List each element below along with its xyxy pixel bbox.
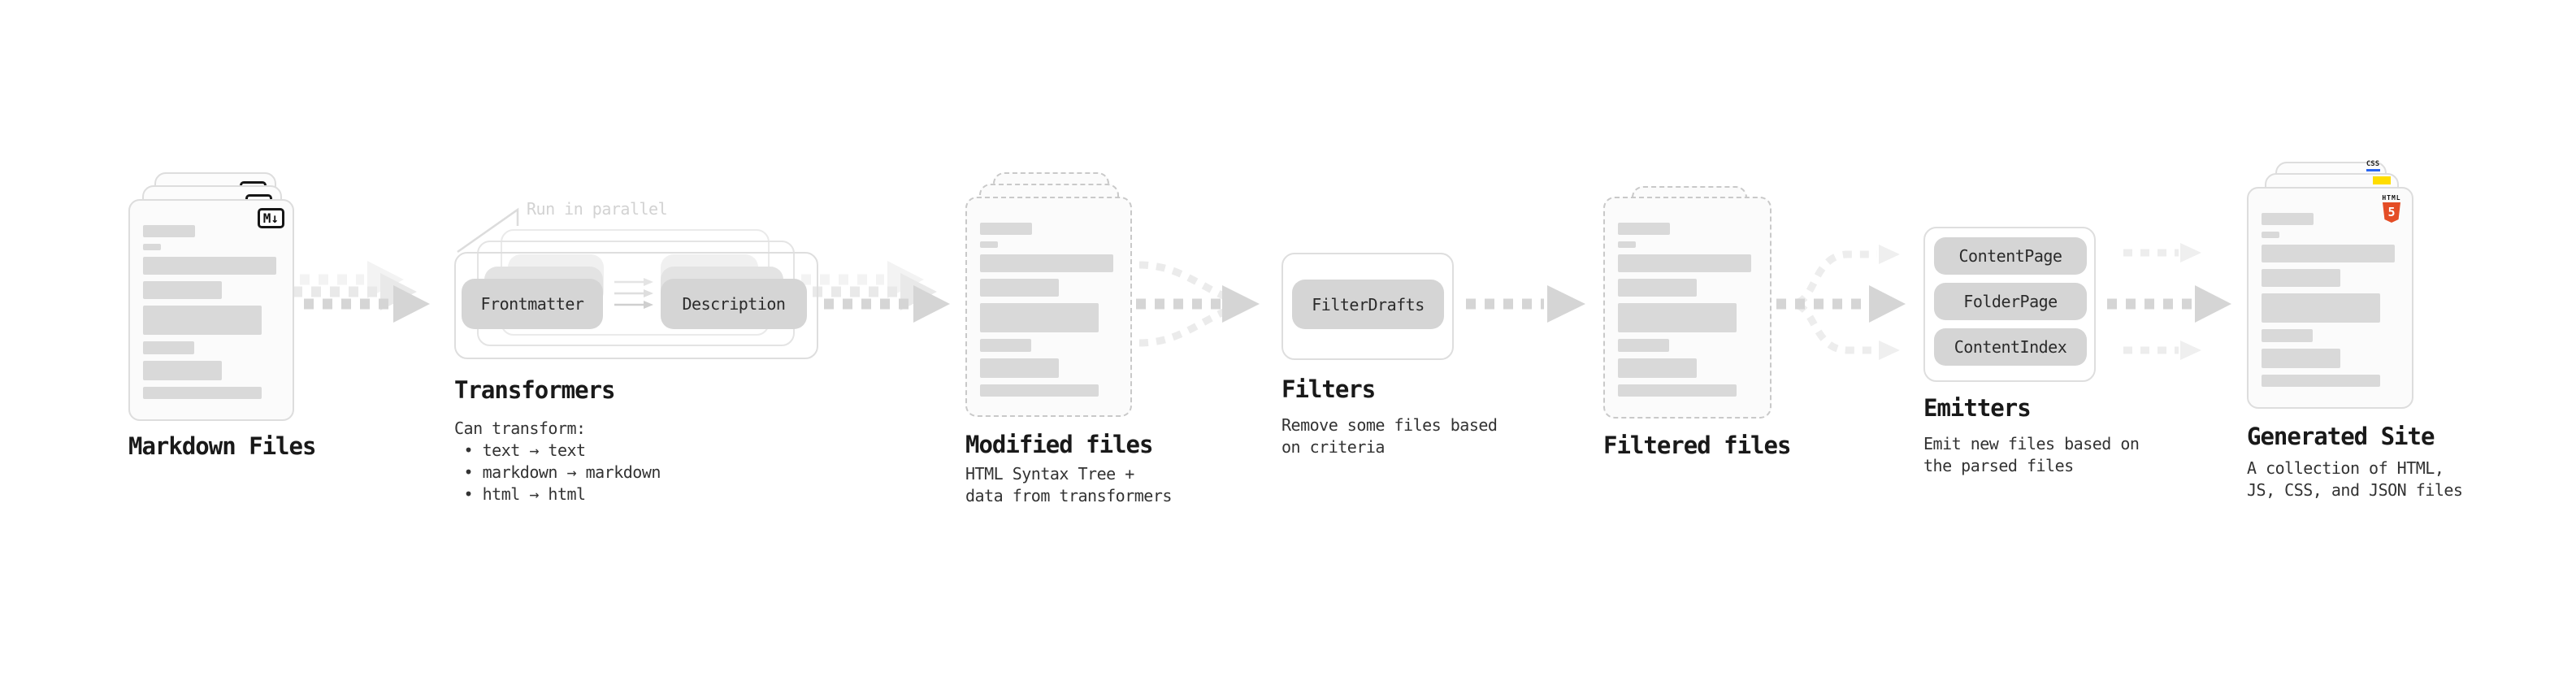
stage-title-transformers: Transformers xyxy=(454,376,616,404)
arrow-frontmatter-to-description xyxy=(614,278,653,309)
transformer-frontmatter-pill: Frontmatter xyxy=(462,279,603,329)
transformer-description-pill: Description xyxy=(661,279,807,329)
stage-title-filtered-files: Filtered files xyxy=(1603,432,1791,459)
placeholder-bar xyxy=(980,358,1059,378)
arrow-modified-to-filters xyxy=(1136,261,1260,347)
filters-box xyxy=(1281,253,1454,360)
placeholder-bar xyxy=(143,257,276,275)
placeholder-bar xyxy=(1618,279,1697,297)
arrow-filtered-to-emitters xyxy=(1776,245,1906,360)
run-in-parallel-note: Run in parallel xyxy=(527,199,668,219)
generated-site-card-front xyxy=(2247,187,2413,409)
placeholder-bar xyxy=(1618,223,1670,235)
placeholder-bar xyxy=(2262,232,2279,238)
placeholder-bar xyxy=(980,339,1031,352)
stage-desc-emitters: Emit new files based on the parsed files xyxy=(1923,434,2140,475)
placeholder-bar xyxy=(980,241,998,248)
stage-title-modified-files: Modified files xyxy=(965,431,1153,458)
doc-content-placeholder xyxy=(143,225,276,406)
markdown-icon: M↓ xyxy=(257,208,284,228)
placeholder-bar xyxy=(1618,358,1697,378)
placeholder-bar xyxy=(980,303,1099,332)
placeholder-bar xyxy=(2262,349,2340,368)
stage-title-generated-site: Generated Site xyxy=(2247,423,2435,450)
placeholder-bar xyxy=(143,281,222,299)
html5-icon: HTML 5 xyxy=(2382,194,2401,223)
placeholder-bar xyxy=(980,223,1032,235)
placeholder-bar xyxy=(1618,241,1636,248)
filter-filterdrafts-pill: FilterDrafts xyxy=(1292,280,1444,329)
stage-desc-generated-site: A collection of HTML, JS, CSS, and JSON … xyxy=(2247,458,2463,500)
run-in-parallel-leader-line xyxy=(457,207,519,254)
emitters-box xyxy=(1923,227,2096,382)
placeholder-bar xyxy=(143,225,195,237)
placeholder-bar xyxy=(1618,303,1737,332)
placeholder-bar xyxy=(143,387,262,399)
placeholder-bar xyxy=(143,361,222,380)
js-icon xyxy=(2373,176,2391,184)
doc-content-placeholder xyxy=(980,223,1113,403)
stage-desc-modified-files: HTML Syntax Tree + data from transformer… xyxy=(965,464,1172,505)
stage-desc-filters: Remove some files based on criteria xyxy=(1281,415,1498,457)
placeholder-bar xyxy=(2262,245,2395,262)
placeholder-bar xyxy=(2262,213,2314,225)
transformer-layer-box-front xyxy=(454,252,818,359)
placeholder-bar xyxy=(1618,254,1751,272)
placeholder-bar xyxy=(2262,269,2340,287)
arrow-filters-to-filtered xyxy=(1466,285,1585,323)
placeholder-bar xyxy=(143,341,194,354)
placeholder-bar xyxy=(980,254,1113,272)
stage-desc-transformers: Can transform: • text → text • markdown … xyxy=(454,419,661,504)
stage-title-filters: Filters xyxy=(1281,375,1376,403)
modified-file-card-front xyxy=(965,197,1132,417)
placeholder-bar xyxy=(2262,375,2380,387)
emitter-contentpage-pill: ContentPage xyxy=(1934,237,2087,275)
css-icon: CSS xyxy=(2361,161,2384,171)
markdown-file-card-front: M↓ xyxy=(128,199,294,421)
arrow-emitters-to-generated xyxy=(2107,243,2231,360)
placeholder-bar xyxy=(143,244,161,250)
emitter-folderpage-pill: FolderPage xyxy=(1934,283,2087,320)
doc-content-placeholder xyxy=(1618,223,1751,403)
doc-content-placeholder xyxy=(2262,213,2395,393)
stage-title-markdown-files: Markdown Files xyxy=(128,432,316,460)
placeholder-bar xyxy=(2262,329,2313,342)
placeholder-bar xyxy=(980,384,1099,397)
placeholder-bar xyxy=(1618,384,1737,397)
emitter-contentindex-pill: ContentIndex xyxy=(1934,328,2087,366)
stage-title-emitters: Emitters xyxy=(1923,394,2032,422)
arrow-transformers-to-modified xyxy=(801,261,950,323)
placeholder-bar xyxy=(143,306,262,335)
filtered-file-card-front xyxy=(1603,197,1772,419)
placeholder-bar xyxy=(980,279,1059,297)
arrow-markdown-to-transformers xyxy=(281,261,430,323)
placeholder-bar xyxy=(2262,293,2380,323)
placeholder-bar xyxy=(1618,339,1669,352)
